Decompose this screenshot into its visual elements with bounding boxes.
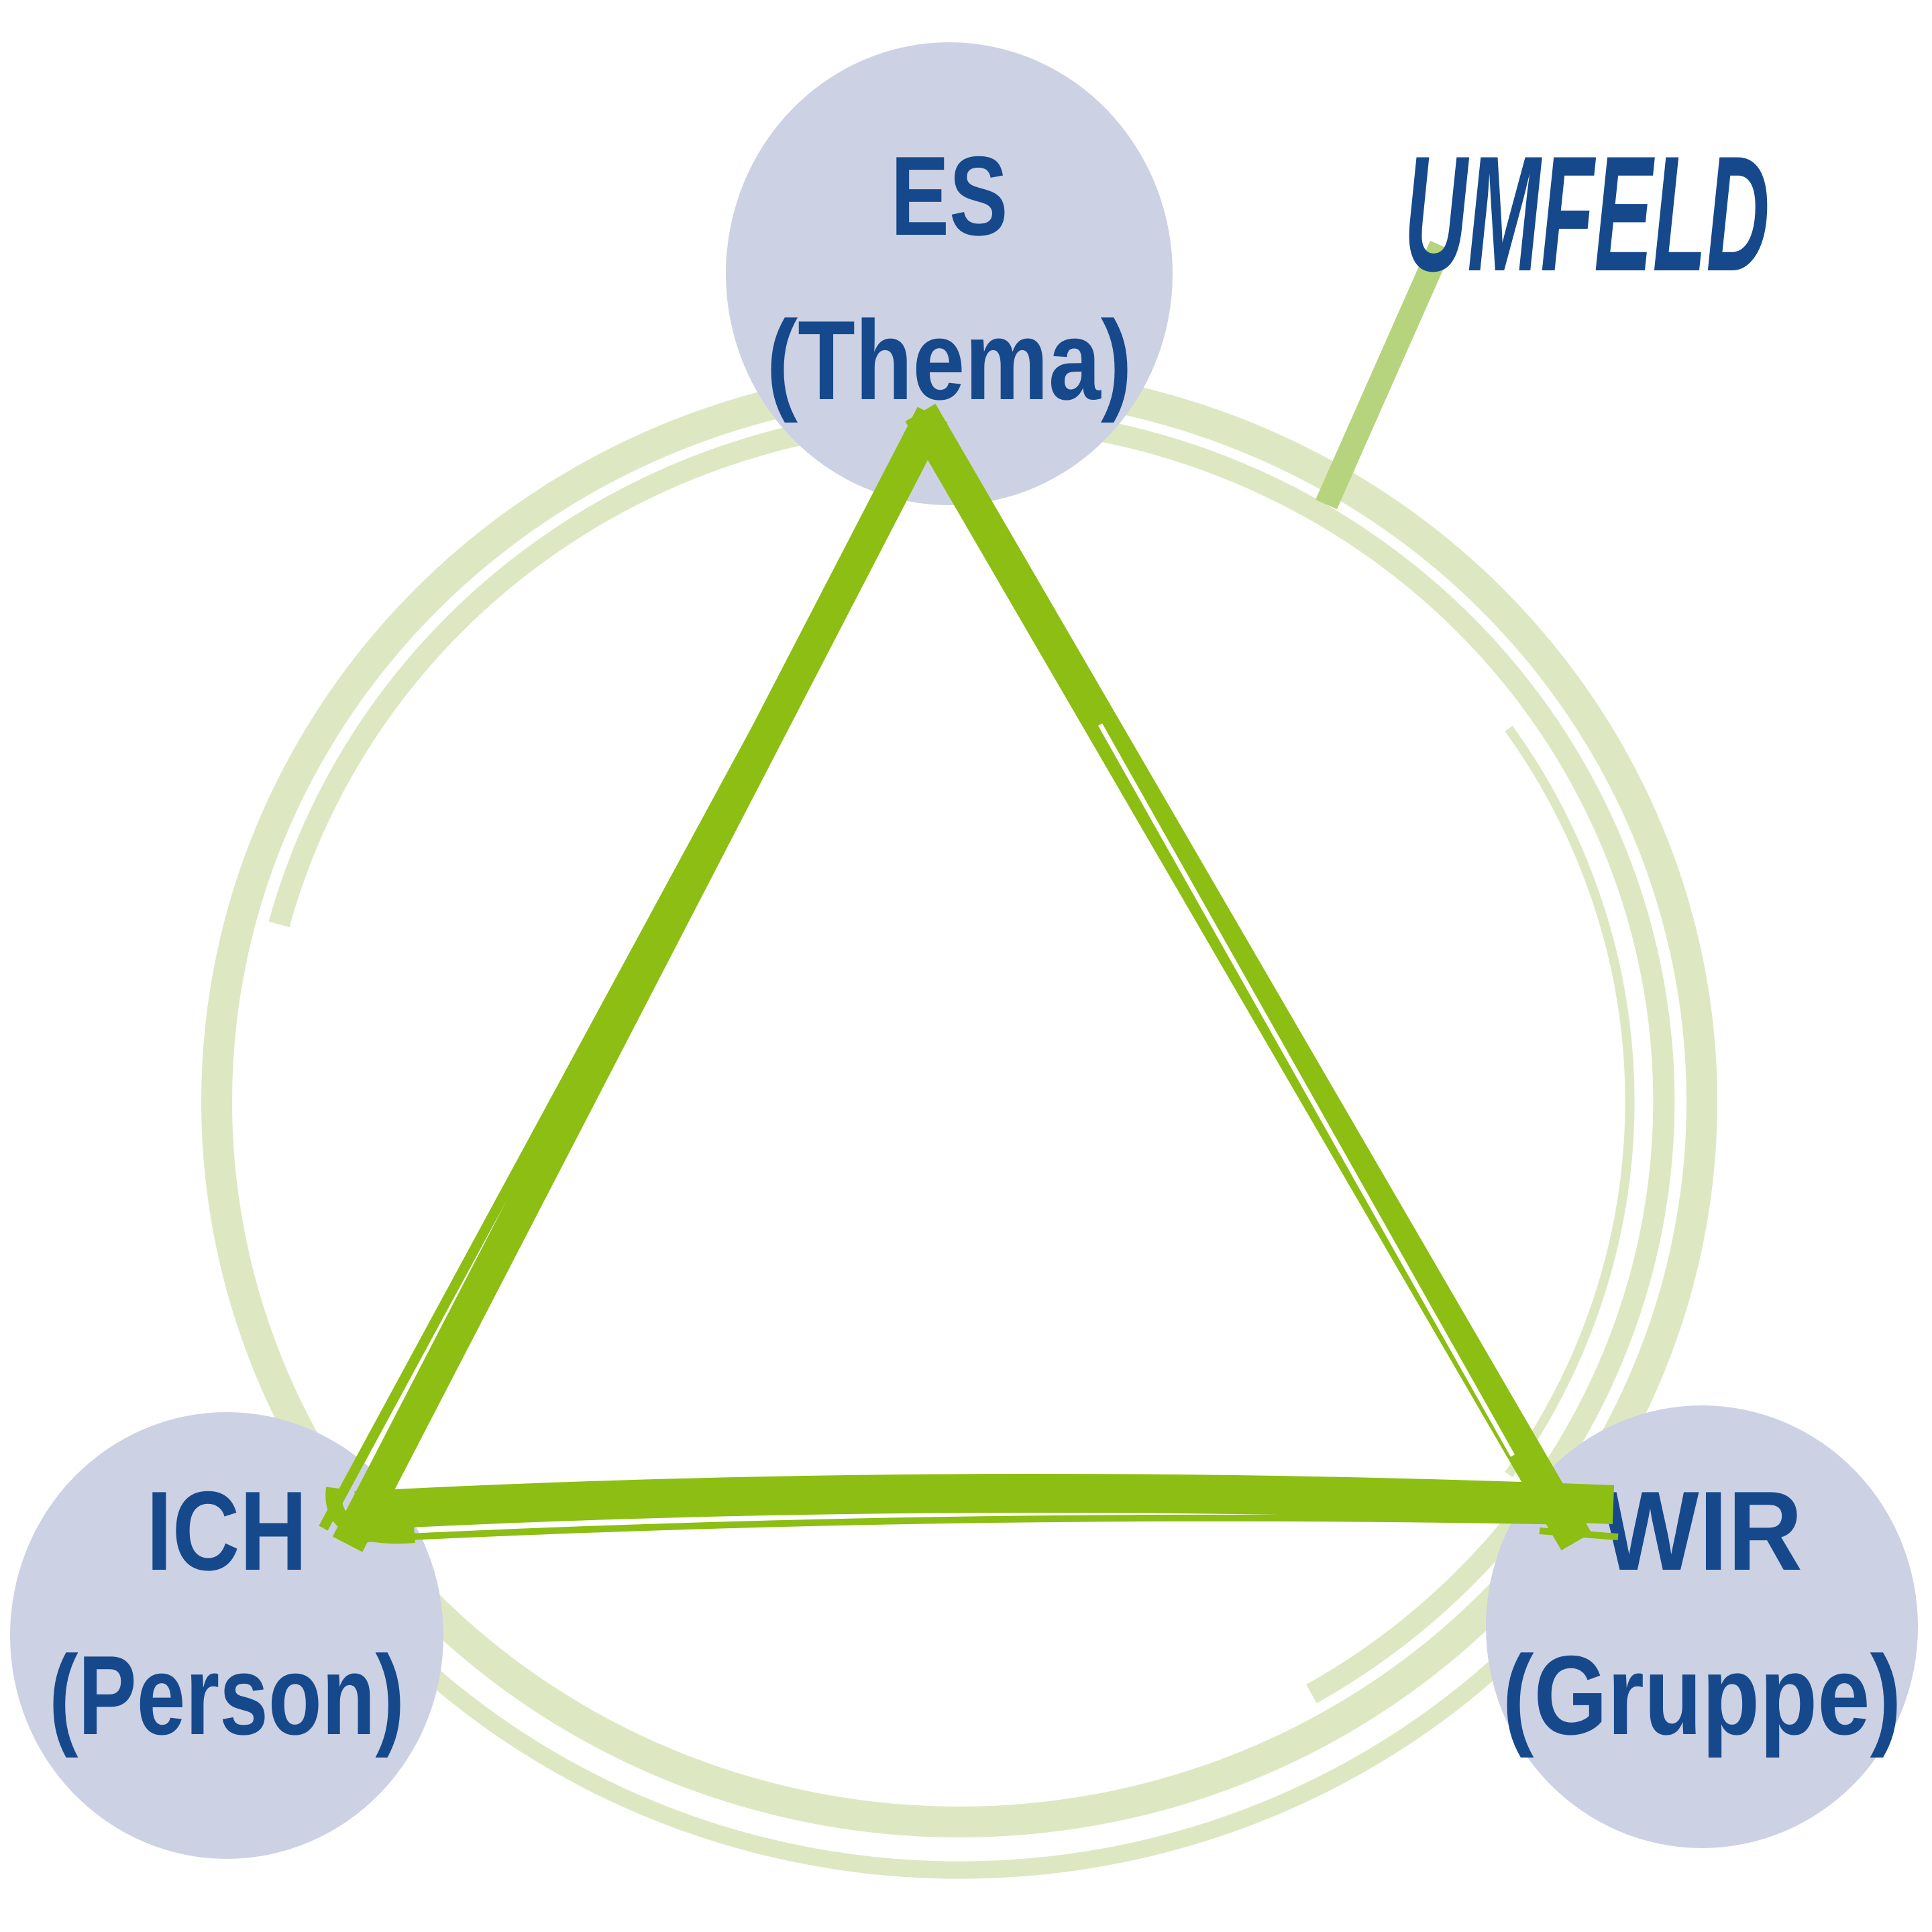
triangle-right-corner-brush-tail bbox=[1539, 1527, 1619, 1540]
node-wir-line2: (Gruppe) bbox=[1503, 1632, 1902, 1758]
triangle-left-side-thin-brush bbox=[319, 453, 909, 1531]
node-ich-line2: (Person) bbox=[49, 1632, 405, 1758]
triangle-right-side-brush-crack bbox=[1097, 723, 1515, 1457]
node-es-line1: ES bbox=[891, 133, 1008, 259]
ring-inner-brush-stroke bbox=[268, 406, 1675, 1703]
node-es-circle bbox=[726, 42, 1173, 505]
node-ich-line1: ICH bbox=[146, 1468, 307, 1594]
triangle-right-side bbox=[905, 403, 1592, 1551]
triangle-bottom-thin-brush bbox=[352, 1514, 1574, 1543]
triangle-bottom-side bbox=[354, 1474, 1615, 1530]
triangle-left-side bbox=[332, 407, 948, 1552]
triangle-left-corner-brush-hook bbox=[325, 1487, 415, 1544]
umfeld-pointer-line bbox=[1315, 240, 1452, 510]
ring-bottom-brush-stroke bbox=[266, 1481, 1653, 1879]
triangle bbox=[319, 403, 1619, 1552]
ring-right-brush-stroke bbox=[1505, 725, 1635, 1478]
node-wir-line1: WIR bbox=[1601, 1468, 1803, 1594]
node-es: ES (Thema) bbox=[726, 42, 1173, 505]
node-es-line2: (Thema) bbox=[767, 297, 1132, 423]
umfeld-label: UMFELD bbox=[1404, 121, 1770, 305]
